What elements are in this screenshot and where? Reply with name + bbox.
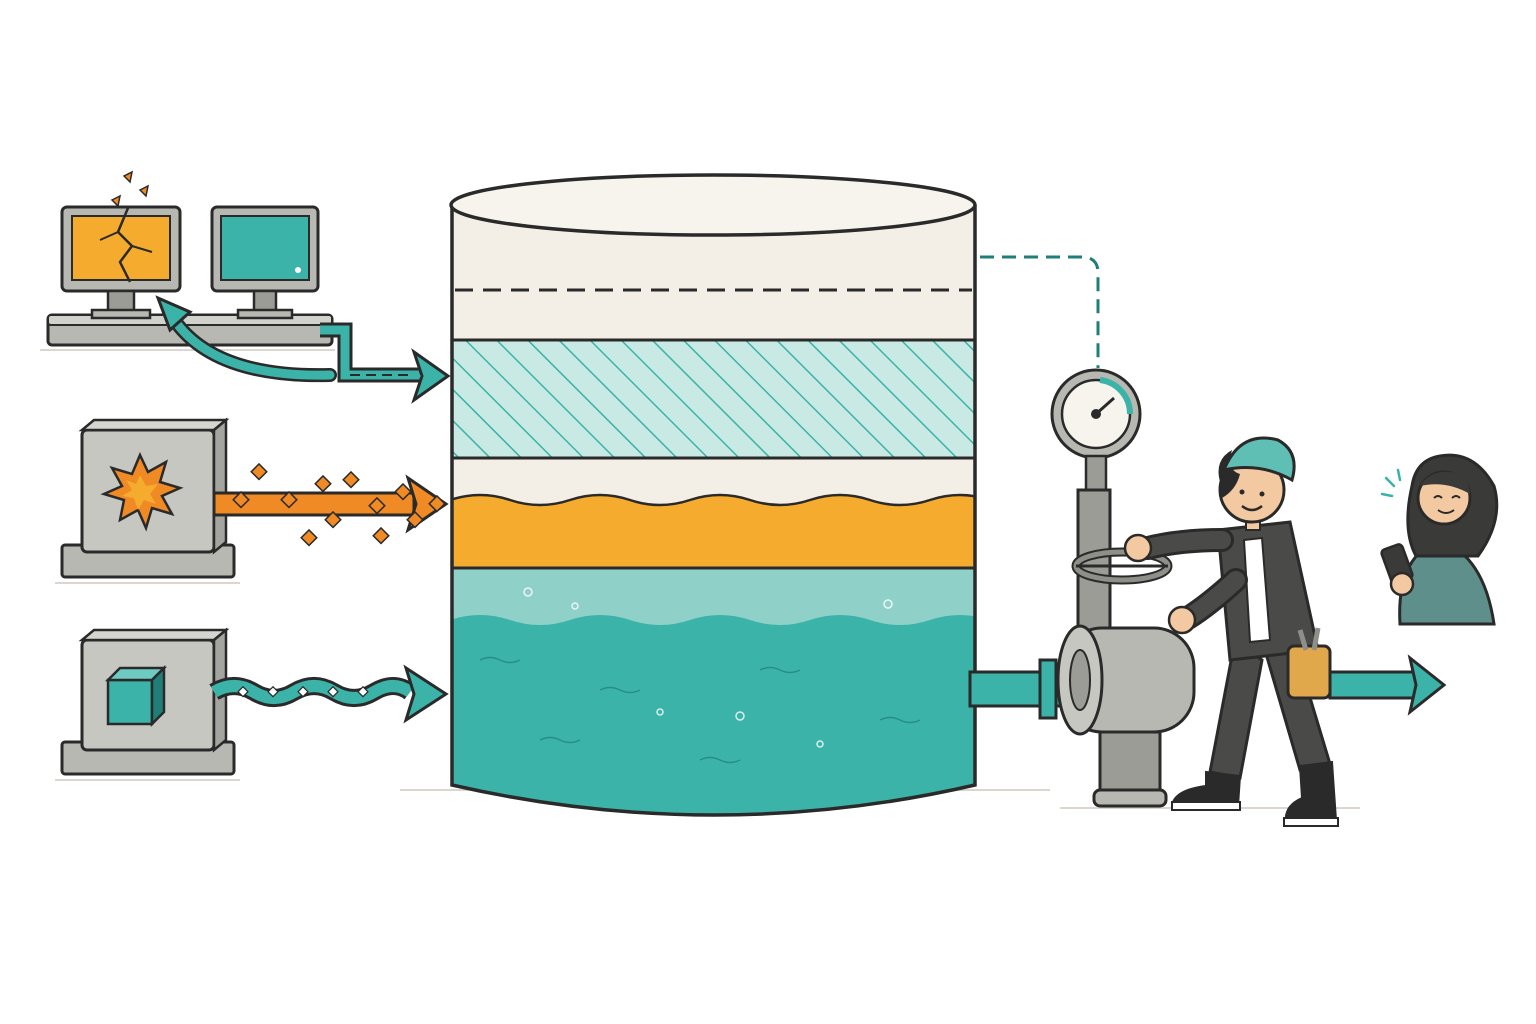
sneaker-left bbox=[1170, 770, 1242, 807]
amber-layer bbox=[452, 493, 975, 570]
monitor-icon bbox=[210, 205, 320, 320]
explosion-source bbox=[60, 417, 449, 579]
tool-belt bbox=[1286, 644, 1332, 700]
operator-turning-valve bbox=[1123, 436, 1339, 827]
teal-liquid bbox=[452, 615, 975, 815]
cube-source bbox=[60, 627, 449, 776]
teal-stream-arrow bbox=[320, 322, 420, 383]
beanie bbox=[1221, 436, 1296, 483]
teal-hatched-buffer bbox=[452, 340, 975, 458]
sensor-line bbox=[980, 255, 1100, 368]
storage-tank bbox=[449, 173, 977, 817]
tank-lid bbox=[449, 173, 977, 237]
orange-stream-arrow bbox=[212, 491, 416, 517]
cracked-monitor-icon bbox=[60, 170, 182, 320]
sneaker-right bbox=[1284, 760, 1338, 824]
outflow-arrow bbox=[1328, 654, 1447, 716]
pressure-gauge-icon bbox=[1050, 368, 1142, 500]
gate-valve bbox=[1056, 488, 1196, 808]
orange-particles bbox=[232, 462, 446, 547]
observer-with-phone bbox=[1380, 453, 1499, 626]
cube-icon bbox=[104, 664, 168, 728]
legacy-servers bbox=[46, 170, 451, 404]
